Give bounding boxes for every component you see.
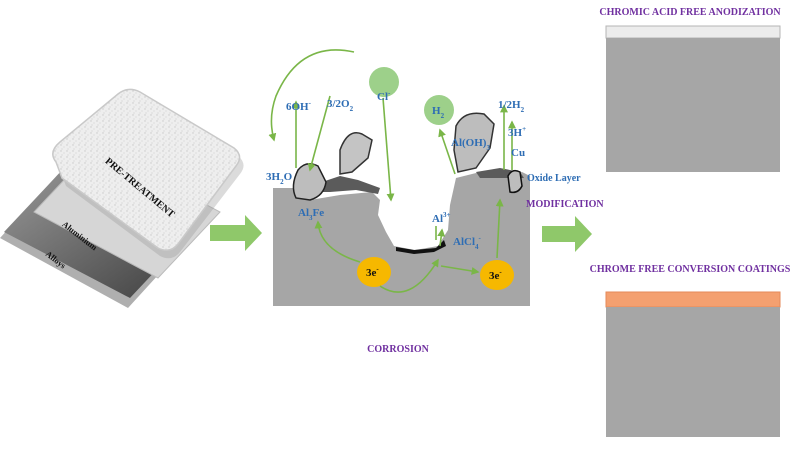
conversion-title: CHROME FREE CONVERSION COATINGS bbox=[590, 264, 791, 275]
label-half-hydrogen: 1/2H2 bbox=[498, 99, 525, 114]
metal-substrate bbox=[273, 172, 530, 306]
corrosion-title: CORROSION bbox=[367, 344, 429, 355]
label-al-ion: Al3+ bbox=[432, 211, 451, 225]
label-aluminium-hydroxide: Al(OH)3 bbox=[451, 137, 490, 152]
label-water: 3H2O bbox=[266, 171, 293, 186]
reaction-arrows bbox=[268, 49, 516, 293]
modification-label: MODIFICATION bbox=[526, 199, 604, 210]
conversion-panel bbox=[605, 291, 781, 437]
label-alcl4: AlCl4- bbox=[453, 234, 482, 251]
hydrogen-bubble bbox=[424, 95, 454, 125]
chloride-bubble bbox=[369, 67, 399, 97]
label-oxide-layer: Oxide Layer bbox=[527, 173, 581, 184]
label-hydrogen-gas: H2 bbox=[432, 105, 445, 120]
copper-particle bbox=[507, 169, 523, 194]
label-oxygen: 3/2O2 bbox=[327, 98, 354, 113]
anodization-title: CHROMIC ACID FREE ANODIZATION bbox=[599, 7, 781, 18]
label-hydrogen-ions: 3H+ bbox=[508, 125, 526, 139]
label-copper: Cu bbox=[511, 147, 525, 159]
process-arrow-2 bbox=[542, 216, 592, 252]
label-chloride: Cl- bbox=[377, 89, 391, 103]
pretreatment-card bbox=[52, 88, 244, 259]
electrons-right bbox=[480, 260, 514, 290]
conversion-coating-layer bbox=[605, 291, 781, 308]
label-hydroxide: 6OH- bbox=[286, 99, 312, 113]
anodization-panel bbox=[605, 25, 781, 172]
label-electrons-right: 3e- bbox=[489, 268, 502, 282]
anodization-substrate bbox=[606, 38, 780, 172]
pit-bottom-deposit bbox=[396, 240, 446, 254]
process-arrow-1 bbox=[210, 215, 262, 251]
conversion-substrate bbox=[606, 307, 780, 437]
deposit-left bbox=[339, 132, 373, 175]
corrosion-product-left bbox=[316, 176, 380, 194]
deposit-aloh3 bbox=[453, 112, 495, 173]
anodic-oxide-layer bbox=[605, 25, 781, 39]
electrons-left bbox=[357, 257, 391, 287]
label-electrons-left: 3e- bbox=[366, 265, 379, 279]
corrosion-diagram: 6OH- 3/2O2 Cl- H2 1/2H2 3H+ Al(OH)3 Cu O… bbox=[266, 49, 581, 306]
pretreatment-stack: PRE-TREATMENT Aluminium Alloys bbox=[0, 88, 244, 308]
label-al3fe: Al3Fe bbox=[298, 207, 324, 222]
